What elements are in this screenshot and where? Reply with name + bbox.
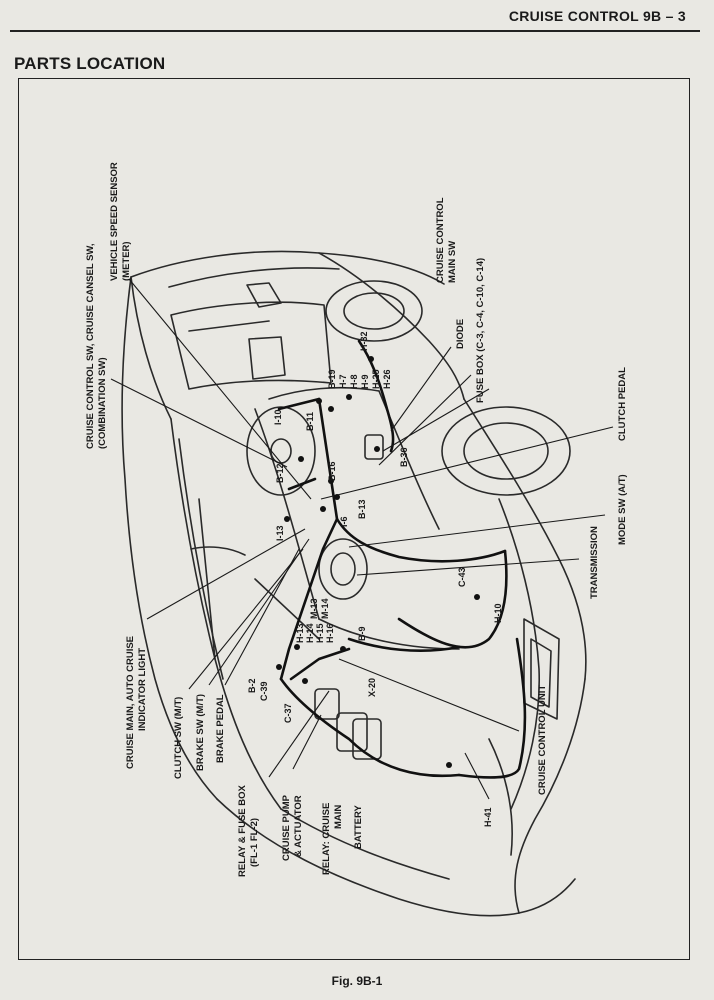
callout-labels: VEHICLE SPEED SENSOR (METER) CRUISE CONT… [85,162,628,877]
label-clutch-sw: CLUTCH SW (M/T) [173,697,184,779]
wiring-harness [277,339,527,779]
label-clutch-pedal: CLUTCH PEDAL [617,367,628,441]
connector-markers [276,356,480,768]
connector-b-36: B-36 [399,447,409,467]
label-relay-fuse-box-fl: (FL-1 FL-2) [249,818,260,867]
label-combination-sw: (COMBINATION SW) [97,357,108,449]
connector-h-14: H-14 [305,623,315,643]
label-cruise-main-indicator: CRUISE MAIN, AUTO CRUISE [125,636,136,769]
connector-b-13: B-13 [357,499,367,519]
connector-b-16: B-16 [327,461,337,481]
label-indicator-light: INDICATOR LIGHT [137,648,148,731]
connector-h-7: H-7 [338,374,348,389]
label-cruise-pump-actuator: & ACTUATOR [293,795,304,857]
connector-h-13: H-13 [295,623,305,643]
connector-c-43: C-43 [457,567,467,587]
label-mode-sw: MODE SW (A/T) [617,474,628,545]
label-cruise-control-unit: CRUISE CONTROL UNIT [537,685,548,795]
label-fuse-box: FUSE BOX (C-3, C-4, C-10, C-14) [475,258,486,403]
figure-caption: Fig. 9B-1 [331,974,383,988]
connector-m-13: M-13 [309,598,319,619]
connector-h-25: H-25 [371,369,381,389]
label-cruise-pump: CRUISE PUMP [281,794,292,861]
connector-h-41: H-41 [483,807,493,827]
connector-i-13: I-13 [275,525,285,541]
label-vehicle-speed-sensor: VEHICLE SPEED SENSOR [109,162,120,281]
connector-i-10: I-10 [273,409,283,425]
label-diode: DIODE [455,319,466,349]
vehicle-outline [121,250,587,917]
connector-b-2: B-2 [247,678,257,693]
connector-b-9: B-9 [357,626,367,641]
label-relay-cruise-main: MAIN [333,805,344,829]
label-cruise-control-main-sw-2: MAIN SW [447,241,458,283]
connector-b-19: B-19 [327,369,337,389]
connector-h-8: H-8 [349,374,359,389]
label-cruise-control-sw: CRUISE CONTROL SW, CRUISE CANSEL SW, [85,243,96,449]
connector-h-15: H-15 [315,623,325,643]
connector-h-26: H-26 [382,369,392,389]
connector-b-12: B-12 [275,463,285,483]
label-relay-fuse-box: RELAY & FUSE BOX [237,784,248,877]
label-battery: BATTERY [353,805,364,849]
page-header-title: CRUISE CONTROL 9B – 3 [508,8,686,24]
connector-i-6: I-6 [339,516,349,527]
label-vehicle-speed-sensor-meter: (METER) [121,241,132,281]
connector-x-20: X-20 [367,678,377,697]
connector-m-14: M-14 [320,598,330,619]
connector-b-11: B-11 [305,412,315,431]
connector-c-37: C-37 [283,703,293,723]
header-rule [10,30,700,32]
label-brake-pedal: BRAKE PEDAL [215,694,226,763]
connector-h-16: H-16 [325,623,335,643]
label-brake-sw: BRAKE SW (M/T) [195,694,206,771]
connector-h-10: H-10 [493,603,503,623]
connector-c-39: C-39 [259,681,269,701]
diagram-canvas: VEHICLE SPEED SENSOR (METER) CRUISE CONT… [85,162,628,917]
connector-h-9: H-9 [360,374,370,389]
label-transmission: TRANSMISSION [589,526,600,599]
connector-labels: I-10 B-11 B-19 H-7 H-8 H-9 H-25 H-26 H-3… [247,331,503,827]
connector-h-32: H-32 [359,331,369,351]
figure-frame: VEHICLE SPEED SENSOR (METER) CRUISE CONT… [18,78,690,960]
section-title: PARTS LOCATION [14,54,166,73]
label-relay-cruise: RELAY: CRUISE [321,803,332,875]
leader-lines [110,278,614,800]
label-cruise-control-main-sw-1: CRUISE CONTROL [435,197,446,283]
